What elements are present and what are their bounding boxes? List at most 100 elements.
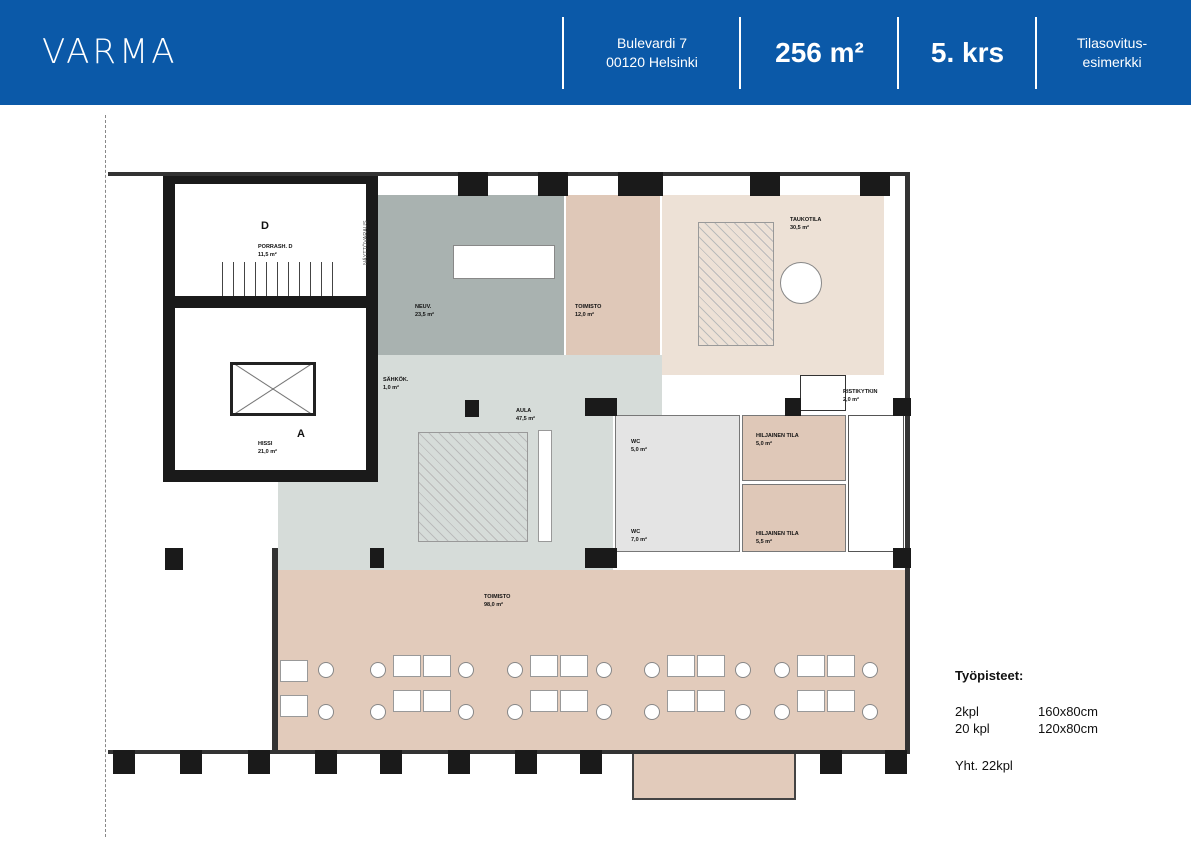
lobby-rug — [418, 432, 528, 542]
divider — [562, 17, 564, 89]
chair — [735, 662, 751, 678]
stair-core — [163, 172, 378, 482]
column — [885, 750, 907, 774]
room-label: RISTIKYTKIN 2,0 m² — [843, 388, 878, 404]
chair — [507, 704, 523, 720]
room-label-text: 5,0 m² — [631, 447, 647, 453]
chair — [735, 704, 751, 720]
chair — [862, 704, 878, 720]
room-label-text: HISSI — [258, 441, 273, 447]
room-label-text: 47,5 m² — [516, 416, 535, 422]
room-label-text: TAUKOTILA — [790, 217, 822, 223]
screen-reservation-label: NÄYTTÖVARAUS — [363, 220, 369, 265]
room-label: AULA 47,5 m² — [516, 407, 535, 423]
room-label: TOIMISTO 98,0 m² — [484, 593, 510, 609]
outer-wall-bottom — [108, 750, 908, 754]
room-label-text: 12,0 m² — [575, 312, 594, 318]
desk — [560, 655, 588, 677]
column — [315, 750, 337, 774]
column — [820, 750, 842, 774]
lounge-rug — [698, 222, 774, 346]
note-line1: Tilasovitus- — [1076, 34, 1148, 51]
note-line2: esimerkki — [1082, 53, 1142, 70]
property-boundary — [105, 115, 106, 837]
room-label-text: 98,0 m² — [484, 602, 503, 608]
desk — [393, 690, 421, 712]
column — [618, 172, 663, 196]
column — [585, 398, 617, 416]
divider — [1035, 17, 1037, 89]
desk — [423, 690, 451, 712]
stair-letter-a: A — [297, 428, 305, 440]
address-line2: 00120 Helsinki — [606, 53, 698, 70]
column — [860, 172, 890, 196]
wall — [163, 296, 378, 308]
ws-size-1: 160x80cm — [1038, 704, 1098, 719]
column — [458, 172, 488, 196]
area-total: 256 m² — [775, 36, 864, 68]
chair — [370, 704, 386, 720]
column — [248, 750, 270, 774]
column — [465, 400, 479, 417]
chair — [596, 662, 612, 678]
column — [580, 750, 602, 774]
ws-count-1: 2kpl — [955, 704, 979, 719]
column — [113, 750, 135, 774]
column — [370, 548, 384, 568]
room-label: HILJAINEN TILA 5,5 m² — [756, 530, 799, 546]
room-label-text: RISTIKYTKIN — [843, 389, 878, 395]
desk — [530, 655, 558, 677]
desk — [423, 655, 451, 677]
divider — [739, 17, 741, 89]
chair — [318, 704, 334, 720]
address: Bulevardi 7 00120 Helsinki — [564, 0, 740, 105]
desk — [667, 655, 695, 677]
desk — [280, 660, 308, 682]
column — [893, 398, 911, 416]
chair — [458, 704, 474, 720]
ws-total: Yht. 22kpl — [955, 758, 1013, 773]
column — [515, 750, 537, 774]
divider — [897, 17, 899, 89]
workstations-title: Työpisteet: — [955, 668, 1024, 683]
chair — [644, 662, 660, 678]
chair — [774, 704, 790, 720]
chair — [774, 662, 790, 678]
room-label-text: 7,0 m² — [631, 537, 647, 543]
round-table — [780, 262, 822, 304]
chair — [458, 662, 474, 678]
desk — [280, 695, 308, 717]
desk — [827, 655, 855, 677]
column — [585, 548, 617, 568]
column — [785, 398, 801, 416]
chair — [644, 704, 660, 720]
room-label-text: HILJAINEN TILA — [756, 531, 799, 537]
desk — [697, 690, 725, 712]
room-quiet-2 — [742, 484, 846, 552]
room-label-text: TOIMISTO — [484, 594, 511, 600]
chair — [318, 662, 334, 678]
room-label-text: 2,0 m² — [843, 397, 859, 403]
room-label-text: NEUV. — [415, 304, 432, 310]
chair — [862, 662, 878, 678]
room-label-text: 5,5 m² — [756, 539, 772, 545]
desk — [530, 690, 558, 712]
desk — [797, 690, 825, 712]
room-label-text: PORRASH. D — [258, 244, 293, 250]
desk — [560, 690, 588, 712]
column — [180, 750, 202, 774]
column — [538, 172, 568, 196]
ws-size-2: 120x80cm — [1038, 721, 1098, 736]
ws-count-2: 20 kpl — [955, 721, 990, 736]
room-label: NEUV.23,5 m² — [415, 303, 434, 319]
desk — [667, 690, 695, 712]
room-label-text: 1,0 m² — [383, 385, 399, 391]
room-label-text: TOIMISTO — [575, 304, 602, 310]
wall-left-office — [272, 548, 278, 750]
room-label-text: AULA — [516, 408, 532, 414]
